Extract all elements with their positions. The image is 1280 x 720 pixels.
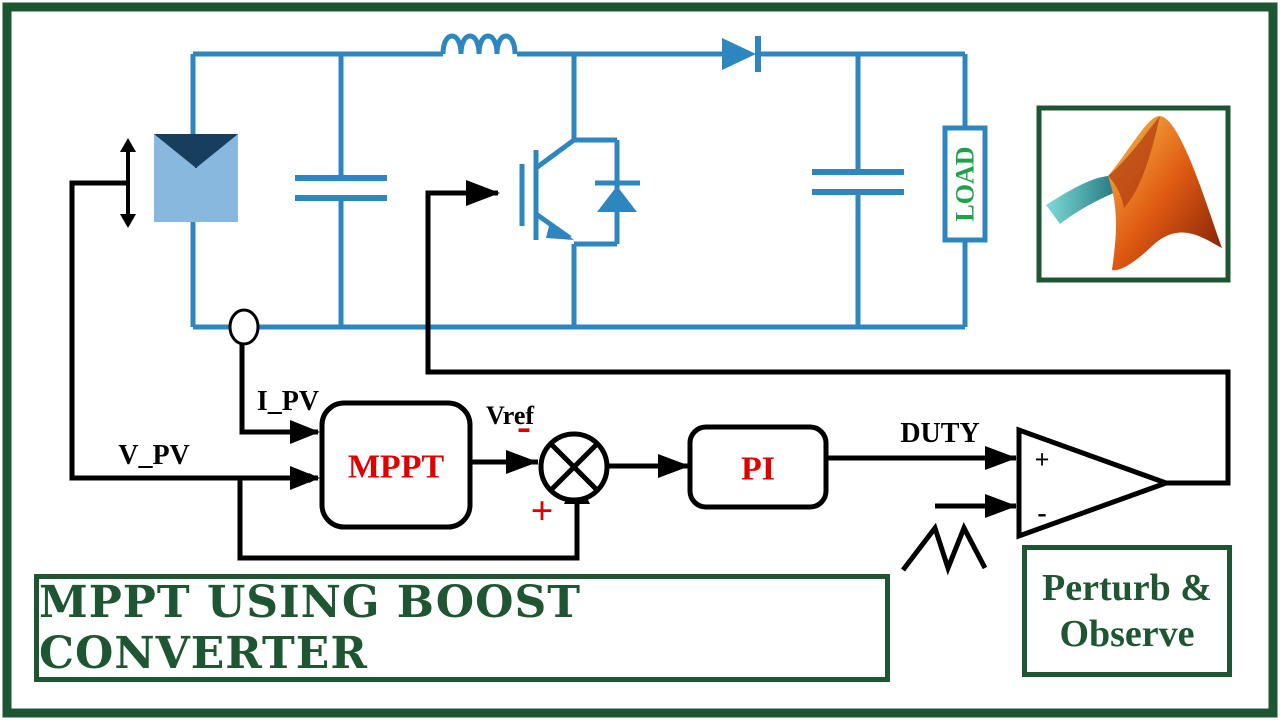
title-box: MPPT USING BOOST CONVERTER <box>34 574 890 682</box>
capacitor-icon <box>295 175 387 201</box>
output-capacitor-icon <box>812 169 904 195</box>
plus-sign: + <box>531 488 554 533</box>
duty-label: DUTY <box>900 418 979 449</box>
vpv-label: V_PV <box>118 440 190 471</box>
method-box: Perturb & Observe <box>1022 545 1232 677</box>
comparator-icon <box>1016 426 1174 540</box>
load-resistor: LOAD <box>942 125 988 243</box>
comparator-plus: + <box>1035 445 1050 474</box>
diode-icon <box>722 36 761 72</box>
vref-label: Vref <box>486 401 534 430</box>
method-line-2: Observe <box>1059 613 1195 655</box>
freewheel-diode-icon <box>597 186 637 212</box>
control-wires <box>69 180 1231 561</box>
sawtooth-icon <box>901 522 988 576</box>
current-sensor-icon <box>228 308 260 346</box>
mppt-label: MPPT <box>348 449 445 486</box>
summing-junction-icon <box>538 431 610 503</box>
minus-sign: - <box>517 404 531 450</box>
page-title: MPPT USING BOOST CONVERTER <box>39 577 581 679</box>
comparator-minus: - <box>1037 498 1046 529</box>
mppt-block <box>319 400 473 530</box>
inductor-icon <box>440 33 518 55</box>
ipv-label: I_PV <box>257 386 319 417</box>
igbt-icon <box>519 137 640 247</box>
matlab-logo-icon <box>1046 115 1222 271</box>
method-line-1: Perturb & <box>1042 567 1212 609</box>
boost-circuit <box>190 51 968 330</box>
pi-block <box>687 424 829 510</box>
load-label: LOAD <box>951 146 980 221</box>
igbt-emitter-arrow <box>546 222 574 240</box>
pv-panel-icon <box>154 134 238 222</box>
pi-label: PI <box>741 451 775 488</box>
